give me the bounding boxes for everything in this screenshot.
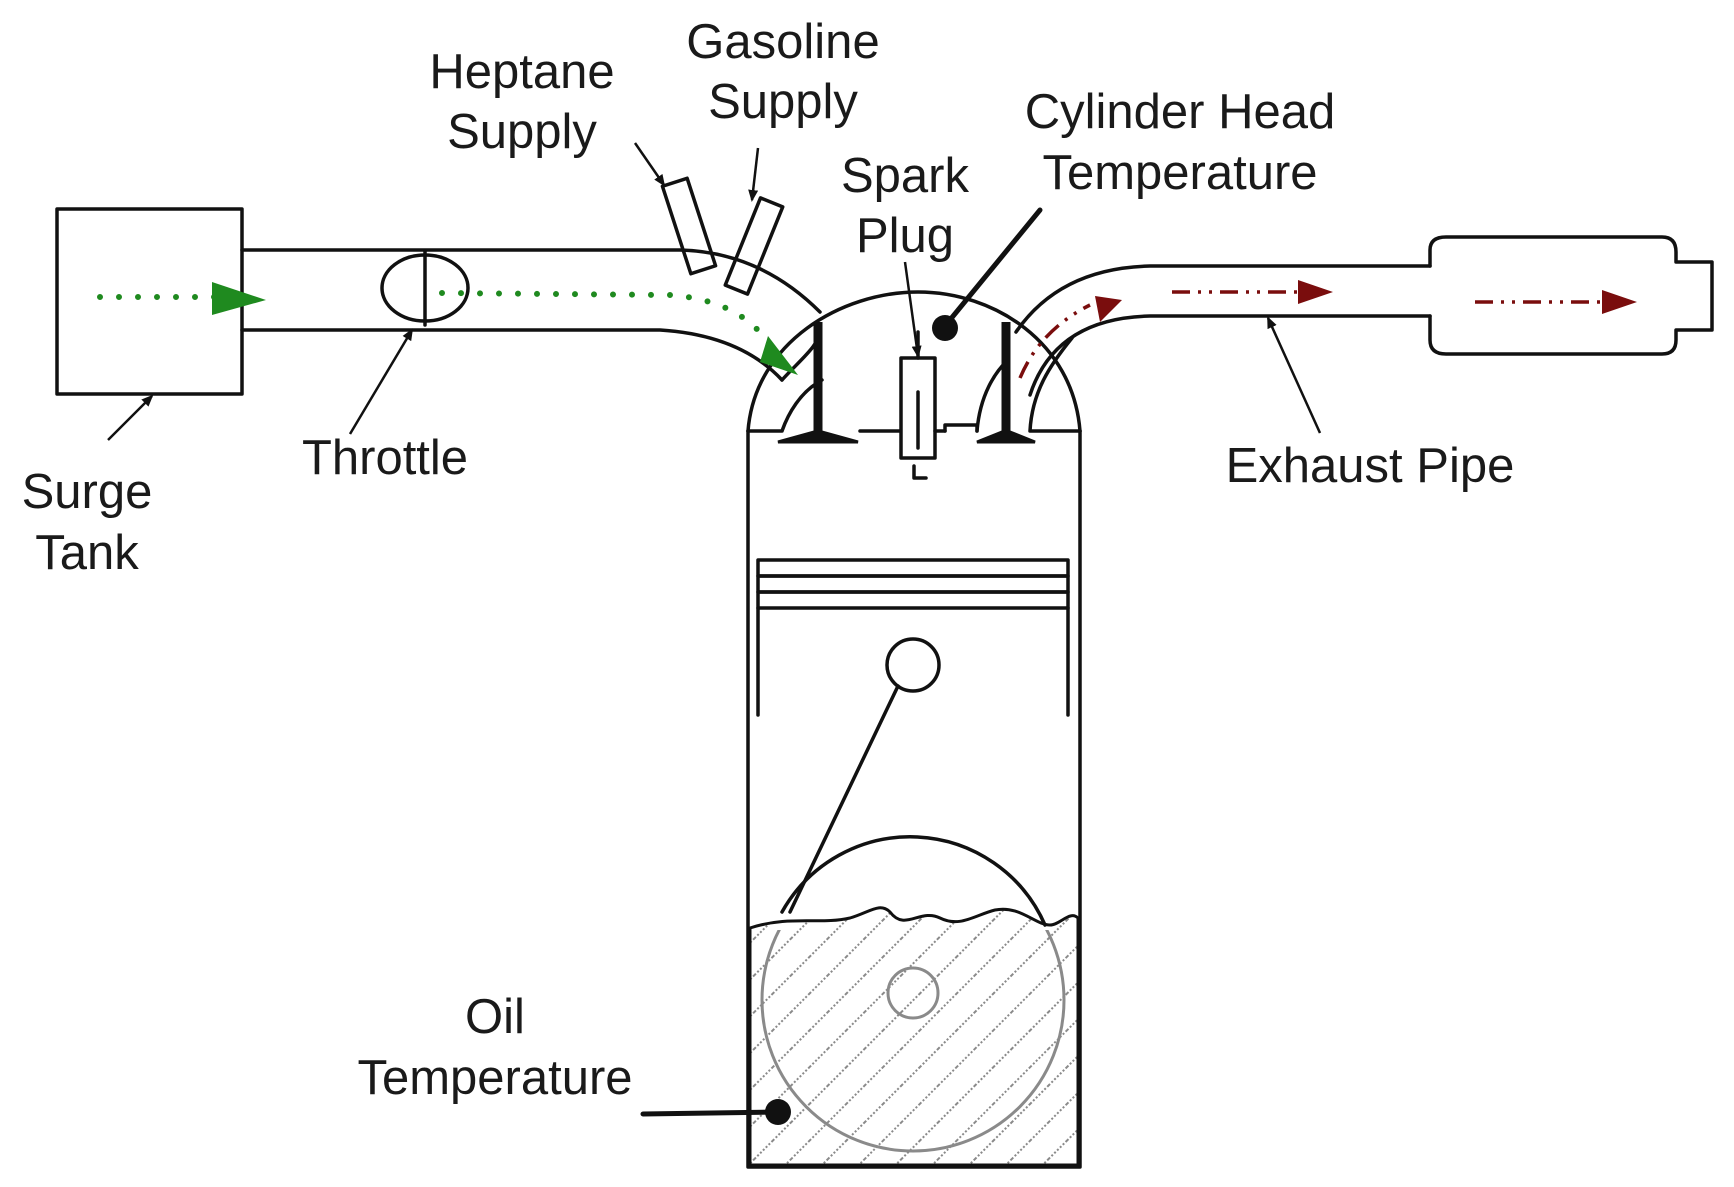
oil-temperature-label-line-1: Oil bbox=[465, 990, 525, 1044]
spark-plug-label: Spark Plug bbox=[830, 152, 980, 261]
exhaust-port-wall bbox=[1028, 336, 1082, 433]
spark-plug-body bbox=[899, 356, 937, 460]
surge-tank-leader bbox=[107, 394, 154, 441]
intake-flow-path-2 bbox=[439, 290, 773, 348]
heptane-leader bbox=[633, 142, 666, 187]
oil-temp-leader bbox=[640, 1109, 781, 1117]
crankshaft bbox=[886, 966, 940, 1020]
gasoline-supply-label: Gasoline Supply bbox=[668, 18, 898, 127]
exhaust-flow-path-1 bbox=[1018, 303, 1091, 379]
gasoline-leader bbox=[748, 147, 760, 202]
spark-plug-label-line-1: Spark bbox=[840, 149, 969, 203]
exhaust-flow-arrow-1 bbox=[1095, 296, 1122, 322]
oil-temperature-label-line-2: Temperature bbox=[357, 1051, 633, 1105]
exhaust-pipe-leader bbox=[1266, 316, 1322, 434]
gasoline-injector bbox=[723, 196, 785, 296]
oil-temp-sensor bbox=[765, 1099, 791, 1125]
intake-valve-head bbox=[777, 430, 859, 444]
gasoline-supply-label-line-1: Gasoline bbox=[686, 15, 880, 69]
cylinder-head-temperature-label: Cylinder Head Temperature bbox=[1000, 88, 1360, 198]
heptane-supply-label: Heptane Supply bbox=[412, 48, 632, 157]
oil-temperature-label: Oil Temperature bbox=[330, 993, 660, 1103]
cylinder-walls bbox=[746, 429, 1082, 1169]
exhaust-flow-arrow-3 bbox=[1602, 290, 1637, 314]
spark-plug-electrode bbox=[912, 464, 928, 480]
exhaust-valve-head bbox=[976, 430, 1036, 444]
throttle-label: Throttle bbox=[301, 431, 469, 485]
muffler bbox=[1428, 235, 1714, 356]
throttle-leader bbox=[348, 328, 414, 435]
head-floor-right bbox=[943, 423, 979, 433]
spark-plug-leader bbox=[903, 261, 922, 358]
intake-pipe-upper-wall bbox=[240, 248, 822, 314]
connecting-rod bbox=[788, 684, 900, 914]
exhaust-pipe-lower-wall bbox=[1028, 314, 1432, 397]
cylinder-head-temp-sensor bbox=[932, 315, 958, 341]
heptane-supply-label-line-2: Supply bbox=[447, 105, 597, 159]
cylinder-head-temperature-label-line-2: Temperature bbox=[1042, 146, 1318, 200]
crank-circle-upper bbox=[780, 835, 1047, 927]
oil-sump bbox=[748, 906, 1080, 1167]
surge-tank-label-line-2: Tank bbox=[35, 526, 139, 580]
intake-pipe-lower-wall bbox=[240, 328, 784, 382]
cylinder-head-temp-leader bbox=[942, 207, 1043, 329]
heptane-supply-label-line-1: Heptane bbox=[429, 45, 615, 99]
heptane-injector bbox=[660, 176, 718, 276]
surge-tank-label: Surge Tank bbox=[12, 468, 162, 578]
intake-flow-arrow-2 bbox=[760, 336, 798, 375]
cylinder-head-temperature-label-line-1: Cylinder Head bbox=[1024, 85, 1336, 139]
exhaust-pipe-label: Exhaust Pipe bbox=[1225, 439, 1515, 493]
surge-tank-label-line-1: Surge bbox=[21, 465, 153, 519]
piston bbox=[756, 558, 1070, 717]
intake-flow-arrow-1 bbox=[212, 282, 266, 315]
wrist-pin bbox=[885, 637, 941, 693]
crank-circle-lower bbox=[760, 930, 1066, 1153]
exhaust-pipe-upper-wall bbox=[1014, 264, 1432, 334]
gasoline-supply-label-line-2: Supply bbox=[708, 75, 858, 129]
spark-plug-label-line-2: Plug bbox=[855, 209, 955, 263]
exhaust-flow-arrow-2 bbox=[1298, 280, 1333, 304]
